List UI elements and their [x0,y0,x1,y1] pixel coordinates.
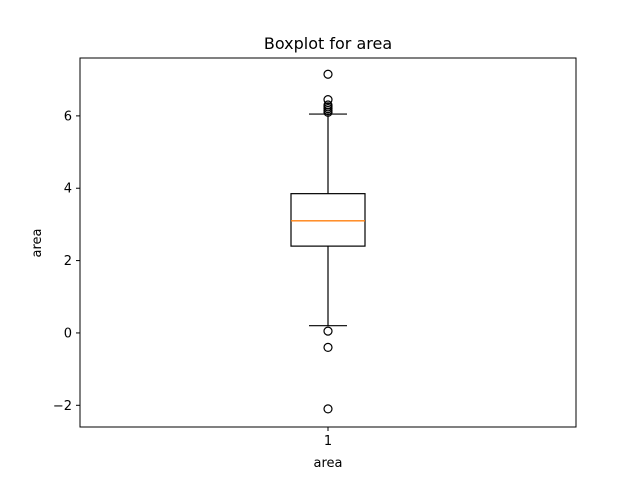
y-tick-label: 0 [64,326,72,341]
y-axis: −2 0 2 4 6 [53,109,80,414]
y-axis-label: area [30,229,45,258]
y-tick-label: 4 [64,182,72,197]
y-tick-label: 2 [64,254,72,269]
x-axis-label: area [314,456,343,471]
outlier-point [323,342,333,353]
axes-frame [79,57,577,428]
outlier-point [323,404,333,414]
outlier-point [323,95,333,105]
outlier-point [323,107,333,117]
outlier-point [323,326,333,336]
outlier-point [323,69,333,79]
y-tick-label: −2 [53,399,72,414]
chart-title: Boxplot for area [264,34,392,53]
y-tick-label: 6 [64,109,72,124]
x-tick-label: 1 [324,434,332,449]
box [290,193,366,247]
plot-area [290,69,366,414]
x-axis: 1 [324,427,332,449]
